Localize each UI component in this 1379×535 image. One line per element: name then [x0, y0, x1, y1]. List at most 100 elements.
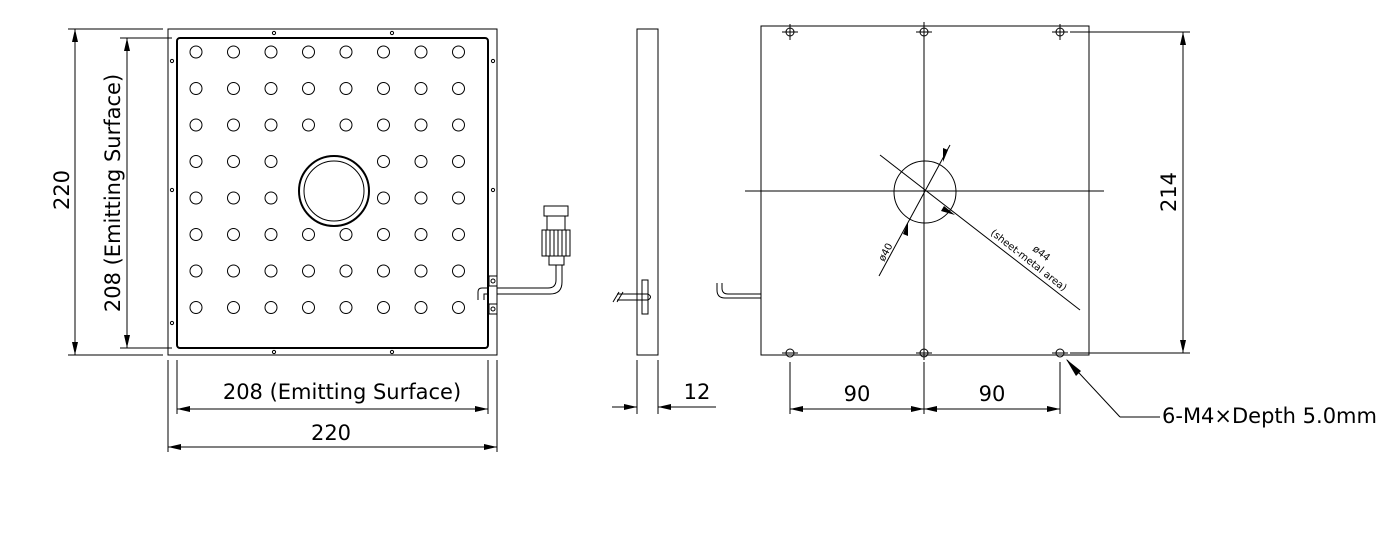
front-outer-frame [167, 28, 498, 356]
led-circle [377, 264, 390, 278]
led-circle [377, 118, 390, 132]
led-circle [264, 191, 278, 205]
led-circle [264, 45, 278, 59]
total-width-label: 220 [311, 421, 351, 445]
led-circle [339, 82, 353, 95]
led-circle [302, 301, 315, 314]
center-opening-inner [303, 160, 365, 222]
dim-total-height [68, 28, 163, 356]
led-circle [189, 155, 203, 168]
led-circle [452, 155, 465, 168]
dim-hole-spacing [789, 362, 1061, 414]
led-circle [302, 82, 315, 95]
led-circle [452, 45, 465, 59]
led-circle [189, 301, 203, 314]
mount-hole-icon [782, 348, 798, 358]
led-circle [302, 45, 315, 59]
bore-label: ø40 [877, 242, 896, 264]
led-circle [377, 82, 390, 95]
led-circle [264, 155, 278, 168]
back-view: ø40 ø44 (sheet-metal area) [716, 22, 1377, 428]
back-cable-stub [716, 283, 761, 299]
led-circle [227, 45, 240, 59]
led-circle [452, 82, 465, 95]
led-circle [414, 155, 428, 168]
back-height-label: 214 [1157, 172, 1181, 212]
mount-note-leader [1066, 359, 1160, 418]
dim-emitting-width [176, 360, 489, 414]
led-circle [414, 82, 428, 95]
dim-emitting-height [120, 37, 172, 349]
side-profile [636, 28, 659, 356]
led-circle [189, 191, 203, 205]
led-circle [264, 228, 278, 241]
led-circle [302, 118, 315, 132]
led-circle [227, 155, 240, 168]
led-circle [264, 301, 278, 314]
led-circle [339, 45, 353, 59]
center-opening-outer [298, 155, 370, 227]
mount-hole-icon [1052, 24, 1068, 40]
side-cable [612, 279, 651, 315]
mount-hole-icon [916, 27, 932, 37]
led-circle [377, 301, 390, 314]
led-circle [414, 228, 428, 241]
mount-note: 6-M4×Depth 5.0mm [1162, 404, 1377, 428]
led-grid [189, 45, 465, 314]
led-circle [414, 45, 428, 59]
led-circle [339, 118, 353, 132]
led-circle [414, 301, 428, 314]
led-circle [302, 264, 315, 278]
led-circle [264, 82, 278, 95]
led-circle [414, 191, 428, 205]
led-circle [189, 82, 203, 95]
thickness-label: 12 [684, 380, 711, 404]
mount-hole-icon [782, 24, 798, 40]
frame-screw-dots [169, 30, 496, 355]
led-circle [339, 264, 353, 278]
emitting-width-label: 208 (Emitting Surface) [223, 380, 461, 404]
led-circle [189, 264, 203, 278]
led-circle [414, 264, 428, 278]
left-spacing-label: 90 [844, 382, 871, 406]
led-circle [377, 191, 390, 205]
led-circle [452, 264, 465, 278]
led-circle [452, 191, 465, 205]
dim-thickness [612, 360, 716, 414]
led-circle [377, 228, 390, 241]
total-height-label: 220 [50, 170, 74, 210]
front-emitting-surface [176, 37, 489, 349]
side-view: 12 [612, 28, 716, 414]
led-circle [377, 45, 390, 59]
dim-total-width [167, 360, 498, 452]
outer-note: (sheet-metal area) [988, 228, 1068, 294]
led-circle [339, 301, 353, 314]
led-circle [264, 264, 278, 278]
led-circle [189, 45, 203, 59]
led-circle [414, 118, 428, 132]
led-circle [339, 228, 353, 241]
led-circle [227, 301, 240, 314]
led-circle [377, 155, 390, 168]
led-circle [452, 301, 465, 314]
led-circle [227, 191, 240, 205]
mount-holes [782, 24, 1068, 358]
mount-hole-icon [916, 348, 932, 358]
emitting-height-label: 208 (Emitting Surface) [101, 74, 125, 312]
led-circle [227, 82, 240, 95]
led-circle [189, 228, 203, 241]
front-view: 208 (Emitting Surface) 220 220 208 [50, 28, 571, 452]
led-circle [227, 264, 240, 278]
led-circle [227, 118, 240, 132]
led-circle [302, 228, 315, 241]
led-circle [452, 118, 465, 132]
led-circle [452, 228, 465, 241]
led-circle [189, 118, 203, 132]
back-bore [893, 160, 957, 224]
mount-hole-icon [1052, 348, 1068, 358]
led-circle [227, 228, 240, 241]
right-spacing-label: 90 [979, 382, 1006, 406]
cable-connector [477, 205, 571, 315]
dim-back-height [1070, 31, 1190, 354]
